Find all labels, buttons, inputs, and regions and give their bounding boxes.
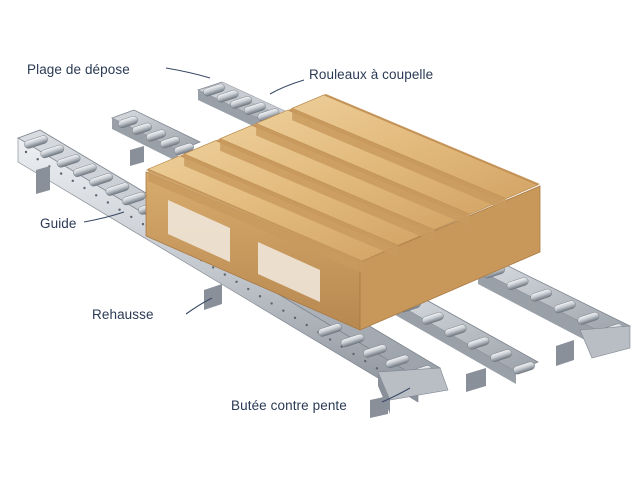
roller [318,323,342,337]
rail-hole [364,359,367,363]
roller [243,102,266,115]
rail-hole [247,287,250,291]
rail-hole [270,302,273,305]
rail-hole [36,158,39,161]
rail-hole [352,352,355,356]
label-guide: Guide [40,216,77,231]
roller [146,129,166,142]
roller [73,163,97,177]
roller [513,361,535,375]
roller [444,324,467,338]
rail-hole [305,323,308,327]
roller [385,354,410,369]
pallet-board-edge [184,153,399,258]
rear-left-conveyor [110,109,201,166]
roller [174,142,194,156]
label-cup-rollers: Rouleaux à coupelle [309,67,434,82]
rail-hole [328,338,332,341]
wooden-pallet [145,94,541,331]
leader-lines [83,67,411,403]
roller [230,96,253,109]
rail-hole [24,150,28,154]
rail-hole [258,295,262,298]
rail-hole [71,179,74,183]
pallet-board-edge [292,108,507,211]
leader-rouleaux [269,79,305,95]
rail-hole [130,215,133,219]
pallet-board-edge [220,138,435,242]
leader-butee [381,387,411,403]
roller [363,344,387,358]
roller [216,89,239,103]
roller [24,135,48,149]
rail-hole [106,201,110,204]
rehausse-foot [204,284,222,310]
rail-hole [59,172,63,175]
pallet-board-edge [148,169,363,274]
floor-foot [36,166,50,194]
roller [421,312,444,325]
roller [467,336,490,350]
rail-hole [211,266,215,269]
rail-hole [223,273,227,276]
rail-hole [118,208,121,211]
pallet-board-edge [256,123,471,227]
roller [340,333,365,348]
roller [490,349,513,362]
roller [105,182,130,196]
roller [553,300,576,314]
roller [132,122,152,135]
label-landing-zone: Plage de dépose [27,62,130,77]
right-conveyor [476,261,631,366]
rail-hole [293,316,297,320]
roller [56,154,81,168]
roller [121,191,146,206]
roller [577,312,600,325]
leader-plage [165,67,211,79]
roller [530,288,553,302]
rail-hole [94,194,98,197]
rail-hole [141,222,145,226]
rail-hole [235,280,238,284]
rail-hole [83,186,86,190]
roller [506,277,529,290]
roller [160,136,180,149]
roller [203,83,225,97]
roller [40,144,65,159]
leader-rehausse [185,297,213,315]
leader-guide [83,211,125,223]
roller [89,173,113,187]
roller [118,115,138,129]
label-riser: Rehausse [92,307,154,322]
rail-hole [282,309,285,312]
rail-hole [375,367,379,370]
end-stop-plate [377,367,449,401]
label-slope-stop: Butée contre pente [231,398,347,413]
